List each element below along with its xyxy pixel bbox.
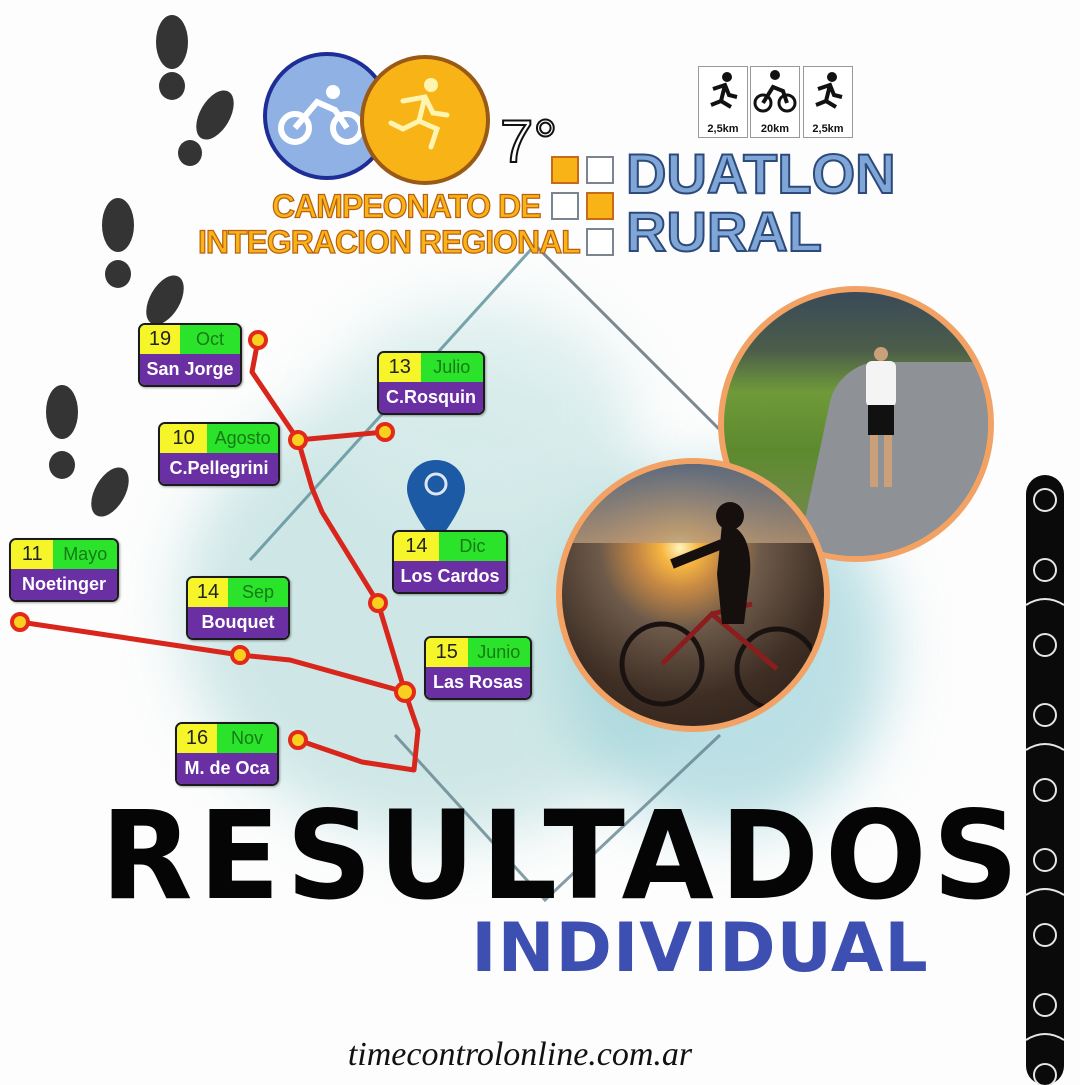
logo-square [551,156,579,184]
edition-number: 7° [499,108,558,175]
footer-website: timecontrolonline.com.ar [347,1036,693,1073]
stage-day: 14 [188,578,228,607]
runner-figure [864,347,898,497]
stage-town: Las Rosas [426,667,530,698]
stage-day: 19 [140,325,180,354]
stage-town: Los Cardos [394,561,506,592]
segment-bike: 20km [750,66,800,138]
logo-square [551,192,579,220]
stage-month: Dic [438,532,506,561]
title-duatlon: DUATLON [625,142,897,205]
title-rural: RURAL [625,200,823,263]
stage-town: San Jorge [140,354,240,385]
runner-icon [388,78,450,150]
stage-day: 16 [177,724,217,753]
runner-photo [718,286,994,562]
runner-icon [710,72,738,109]
stage-town: C.Rosquin [379,382,483,413]
footprints-decoration [46,15,234,517]
stage-town: C.Pellegrini [160,453,278,484]
stage-month: Sep [228,578,288,607]
cyclist-photo [556,458,830,732]
stage-day: 11 [11,540,54,569]
runner-logo-circle [360,55,490,185]
stage-town: Noetinger [11,569,117,600]
stage-month: Julio [420,353,483,382]
bike-chain-decoration [1025,475,1065,1085]
subheadline-individual: INDIVIDUAL [471,909,929,988]
stage-month: Oct [180,325,240,354]
headline-resultados: RESULTADOS [100,785,1025,927]
route-stops [10,330,416,750]
stage-month: Nov [217,724,277,753]
stage-town: M. de Oca [177,753,277,784]
stage-month: Mayo [53,540,117,569]
stage-day: 13 [379,353,421,382]
championship-line-2: INTEGRACION REGIONAL [197,223,581,260]
stage-month: Junio [467,638,530,667]
stage-day: 15 [426,638,468,667]
location-pin-icon [407,460,465,544]
cyclist-silhouette [619,502,812,712]
logo-square [586,192,614,220]
stage-town: Bouquet [188,607,288,638]
logo-square [586,228,614,256]
segment-run-1: 2,5km [698,66,748,138]
stage-day: 14 [394,532,439,561]
segment-run-2: 2,5km [803,66,853,138]
sky [562,464,824,543]
stage-month: Agosto [207,424,278,453]
cyclist-icon [753,70,797,113]
logo-square [586,156,614,184]
championship-line-1: CAMPEONATO DE [271,186,542,225]
runner-icon [815,72,843,109]
stage-day: 10 [160,424,208,453]
